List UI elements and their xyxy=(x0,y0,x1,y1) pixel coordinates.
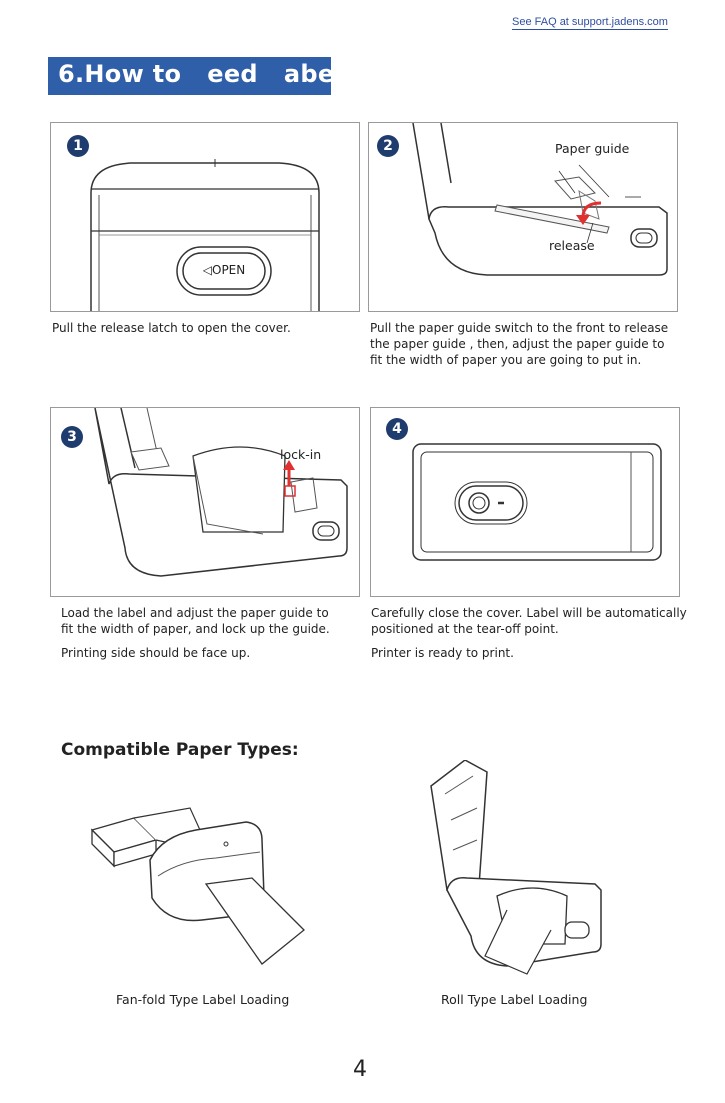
step-4-caption-line: Carefully close the cover. Label will be… xyxy=(371,606,687,620)
step-2-caption-line: the paper guide , then, adjust the paper… xyxy=(370,337,665,351)
section-title: 6.How to eed abel xyxy=(58,60,343,88)
step-3-note: Printing side should be face up. xyxy=(61,646,251,660)
fanfold-caption: Fan-fold Type Label Loading xyxy=(116,992,290,1007)
step-1-caption: Pull the release latch to open the cover… xyxy=(52,320,352,336)
step-1-panel: 1 ◁OPEN xyxy=(50,122,360,312)
step-1-illustration xyxy=(90,159,320,311)
faq-link[interactable]: See FAQ at support.jadens.com xyxy=(512,16,668,30)
step-3-caption-line: Load the label and adjust the paper guid… xyxy=(61,606,329,620)
step-1-badge: 1 xyxy=(67,135,89,157)
step-2-caption-line: fit the width of paper you are going to … xyxy=(370,353,642,367)
step-4-badge: 4 xyxy=(386,418,408,440)
step-4-illustration xyxy=(412,443,662,561)
fanfold-illustration xyxy=(90,807,305,965)
step-4-panel: 4 xyxy=(370,407,680,597)
step-3-caption-line: fit the width of paper, and lock up the … xyxy=(61,622,330,636)
roll-caption: Roll Type Label Loading xyxy=(441,992,588,1007)
step-2-illustration xyxy=(412,123,668,276)
step-3-illustration xyxy=(94,408,348,577)
step-2-caption: Pull the paper guide switch to the front… xyxy=(370,320,690,368)
lock-in-label: lock-in xyxy=(280,447,322,462)
step-2-panel: 2 Paper guide release xyxy=(368,122,678,312)
compatible-heading: Compatible Paper Types: xyxy=(61,740,299,760)
paper-guide-label: Paper guide xyxy=(555,141,630,156)
release-label: release xyxy=(549,238,595,253)
section-title-bar: 6.How to eed abel xyxy=(48,57,343,95)
step-1-caption-line: Pull the release latch to open the cover… xyxy=(52,321,291,335)
step-3-panel: 3 lock-in xyxy=(50,407,360,597)
step-4-caption: Carefully close the cover. Label will be… xyxy=(371,605,701,661)
step-3-badge: 3 xyxy=(61,426,83,448)
open-button-label: ◁OPEN xyxy=(202,263,246,277)
step-4-caption-line: positioned at the tear-off point. xyxy=(371,622,559,636)
roll-illustration xyxy=(430,760,602,975)
page-number: 4 xyxy=(353,1057,367,1082)
step-2-badge: 2 xyxy=(377,135,399,157)
step-2-caption-line: Pull the paper guide switch to the front… xyxy=(370,321,669,335)
step-3-caption: Load the label and adjust the paper guid… xyxy=(61,605,361,661)
step-4-note: Printer is ready to print. xyxy=(371,646,514,660)
